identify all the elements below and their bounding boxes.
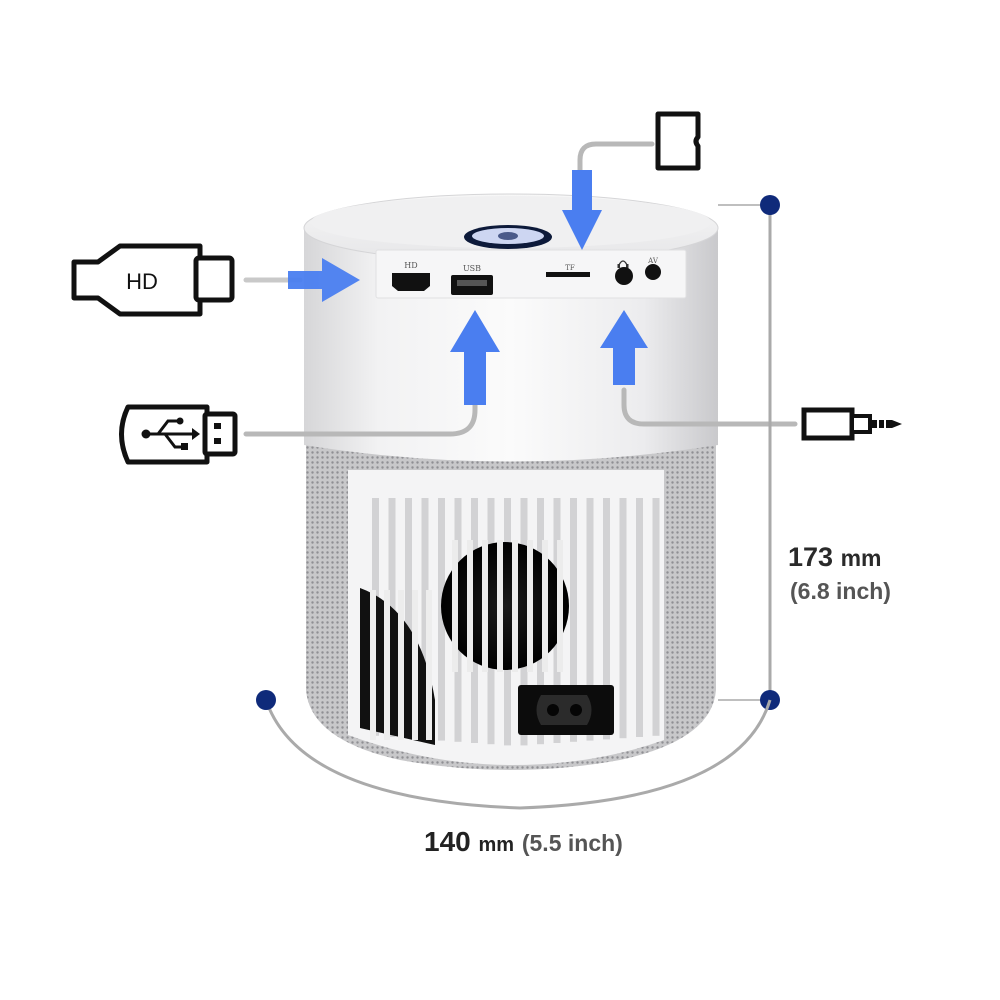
fan-grille-bar — [482, 540, 488, 672]
arrow-to-hd-port — [288, 258, 360, 302]
vent-slot — [438, 498, 445, 741]
usb-port: USB — [451, 264, 493, 295]
usb-plug-icon — [119, 404, 238, 465]
svg-text:HD: HD — [404, 261, 417, 270]
side-vent-bars — [370, 590, 432, 740]
width-measurement: 140 mm (5.5 inch) — [424, 826, 623, 858]
height-measurement: 173 mm — [788, 542, 881, 573]
vent-slot — [603, 498, 610, 740]
height-value: 173 — [788, 542, 834, 572]
av-port: AV — [645, 257, 661, 280]
fan-grille-bar — [512, 540, 518, 672]
fan-grille-bar — [557, 540, 563, 672]
hdmi-plug-icon: HD — [71, 243, 235, 317]
side-vent-bar — [398, 590, 404, 740]
sd-card-icon — [655, 111, 701, 171]
side-vent-bar — [384, 590, 390, 740]
vent-slot — [421, 498, 429, 740]
vent-slot — [586, 498, 594, 741]
hd-port: HD — [392, 261, 430, 291]
height-dimension-line — [718, 195, 780, 710]
vent-slot — [652, 498, 660, 736]
fan-grille — [452, 540, 563, 672]
headphone-icon — [617, 260, 629, 268]
fan-grille-bar — [452, 540, 458, 672]
fan-grille-bar — [527, 540, 533, 672]
svg-text:AV: AV — [647, 257, 659, 265]
tf-slot: TF — [546, 264, 590, 277]
fan-grille-bar — [542, 540, 548, 672]
vent-slot — [405, 498, 412, 739]
side-vent-bar — [426, 590, 432, 740]
svg-text:TF: TF — [565, 264, 575, 272]
vent-slot — [619, 498, 627, 739]
arrow-to-tf-slot — [562, 170, 602, 250]
vent-slot — [636, 498, 643, 737]
vent-slot — [570, 498, 577, 742]
svg-text:USB: USB — [463, 264, 481, 273]
audio-port — [615, 267, 633, 285]
side-vent-bar — [370, 590, 376, 740]
cables — [243, 141, 798, 437]
arrow-to-audio-port — [600, 310, 648, 385]
fan-grille-bar — [497, 540, 503, 672]
side-vent-bar — [412, 590, 418, 740]
svg-text:HD: HD — [126, 269, 158, 294]
width-inch: (5.5 inch) — [521, 830, 623, 856]
height-unit: mm — [840, 545, 882, 571]
power-socket-icon — [518, 685, 614, 735]
width-dimension-arc — [256, 690, 772, 810]
width-value: 140 — [424, 826, 471, 857]
fan-grille-bar — [467, 540, 473, 672]
height-inch: (6.8 inch) — [790, 578, 891, 604]
width-unit: mm — [478, 834, 515, 856]
fan-opening — [441, 542, 569, 670]
arrow-to-usb-port — [450, 310, 500, 405]
audio-jack-plug-icon — [801, 407, 902, 441]
